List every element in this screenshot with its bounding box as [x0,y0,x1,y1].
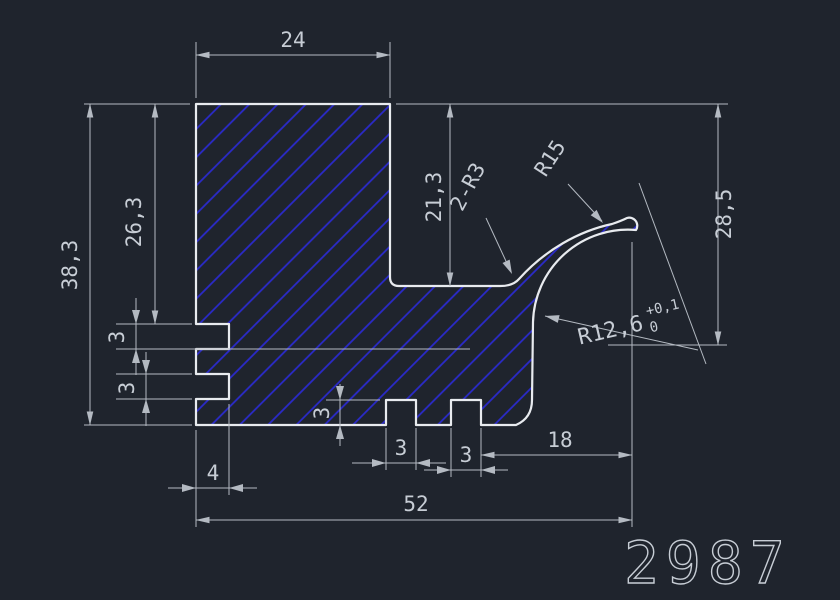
tolerance-upper: +0,1 [644,296,680,319]
dimension-text: 28,5 [712,189,736,240]
arrowhead [182,484,196,492]
tolerance-lower: 0 [648,319,660,336]
dimension-text: 52 [403,492,428,516]
dimension-text: 18 [547,428,572,452]
dimension-text: 21,3 [422,172,446,223]
arrowhead [502,259,512,274]
part-profile[interactable] [194,102,639,427]
arrowhead [132,349,140,363]
dimension-overall-height[interactable]: 38,3 [58,103,94,426]
dimension-text: 3 [310,407,334,420]
arrowhead [437,466,451,474]
dimension-text: 38,3 [58,240,82,291]
extension-lines [84,42,728,527]
arrowhead [545,315,560,323]
dimension-text: 24 [280,28,305,52]
radius-reference-line [638,182,707,365]
arrowhead [590,209,603,223]
dimension-notch-depth[interactable]: 3 [310,384,344,446]
dimension-text: 26,3 [122,197,146,248]
arrowhead [132,310,140,324]
drawing-number: 2987 [624,529,792,597]
dimension-left-slot2-height[interactable]: 3 [115,352,150,426]
arrowhead [372,459,386,467]
dimension-right-span[interactable]: 18 [480,428,633,459]
dimension-text: 3 [115,382,139,395]
arrowhead [481,466,495,474]
arrowhead [229,484,243,492]
dimension-text: 3 [395,436,408,460]
arrowhead [416,459,430,467]
arrowhead [142,360,150,374]
dimension-left-slot1-height[interactable]: 3 [105,298,140,375]
dimension-left-slot-depth[interactable]: 4 [168,461,257,492]
dimension-text: 4 [207,461,220,485]
arrowhead [336,425,344,439]
dimension-top-width[interactable]: 24 [195,28,391,59]
dimension-notch2-width[interactable]: 3 [424,443,508,474]
dimension-upper-height[interactable]: 26,3 [122,103,159,325]
arrowhead [336,386,344,400]
dimension-notch1-width[interactable]: 3 [352,436,446,467]
leader-line [544,315,699,351]
dimension-text: 3 [105,331,129,344]
dimension-overall-width[interactable]: 52 [195,492,633,524]
arrowhead [142,399,150,413]
dimension-text: 3 [460,443,473,467]
dimension-right-height[interactable]: 28,5 [712,103,736,346]
dimension-step-height[interactable]: 21,3 [422,103,454,287]
